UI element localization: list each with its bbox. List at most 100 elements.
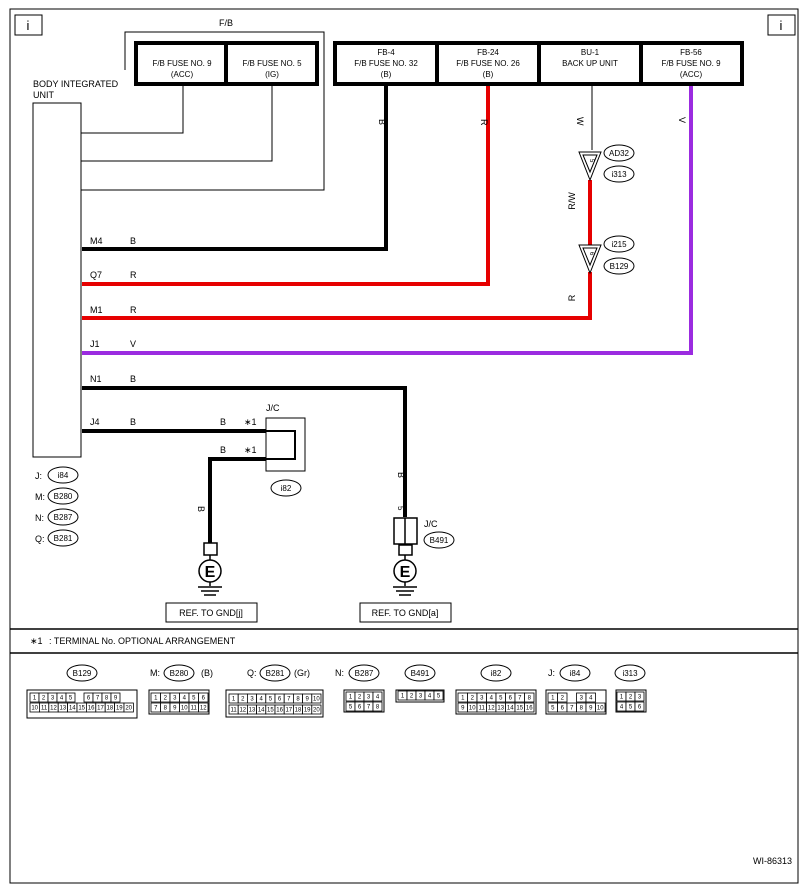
face-b281-pin-label: 4 bbox=[260, 697, 264, 703]
face-b287-pin-label: 5 bbox=[349, 705, 353, 711]
face-i82-pin-label: 4 bbox=[490, 696, 494, 702]
view-i313-title[interactable]: i313 bbox=[614, 664, 646, 682]
face-i82-pin-label: 5 bbox=[499, 696, 503, 702]
view-i82-title[interactable]: i82 bbox=[480, 664, 512, 682]
info-icon-left-text: i bbox=[27, 18, 30, 33]
info-icon-right[interactable]: i bbox=[767, 14, 796, 36]
face-b491-pin-label: 1 bbox=[401, 694, 405, 700]
view-i84-title[interactable]: i84 bbox=[559, 664, 591, 682]
face-b129-pin-16: 16 bbox=[86, 702, 97, 713]
legend-q-prefix: Q: bbox=[35, 534, 45, 544]
view-i84-name: i84 bbox=[570, 669, 581, 678]
face-i84-pin-label: 10 bbox=[597, 706, 604, 712]
note-mark: ∗1 bbox=[30, 636, 43, 646]
face-b491-pin-label: 3 bbox=[419, 694, 423, 700]
face-i84-pin-label: 8 bbox=[580, 706, 584, 712]
face-b287-pin-1: 1 bbox=[345, 691, 356, 702]
face-i82-pin-5: 5 bbox=[495, 692, 506, 703]
face-b281-pin-8: 8 bbox=[292, 693, 303, 704]
legend-connector-i84[interactable]: i84 bbox=[47, 466, 79, 484]
pin-color-j1: V bbox=[130, 339, 136, 349]
face-b491-outline bbox=[395, 689, 445, 703]
face-b129-pin-label: 2 bbox=[42, 696, 46, 702]
legend-connector-b281[interactable]: B281 bbox=[47, 529, 79, 547]
face-b281-pin-label: 3 bbox=[250, 697, 254, 703]
face-b280-pin-7: 7 bbox=[150, 702, 161, 713]
face-b281-pin-4: 4 bbox=[256, 693, 267, 704]
face-b129-pin-label: 19 bbox=[116, 706, 123, 712]
face-b129-pin-label: 12 bbox=[50, 706, 57, 712]
wire-color-rw: R/W bbox=[567, 192, 577, 210]
wire-fuse5 bbox=[81, 84, 273, 162]
face-i82-pin-label: 9 bbox=[461, 706, 465, 712]
face-i313-pin-label: 3 bbox=[638, 695, 642, 701]
face-b280-pin-12: 12 bbox=[198, 702, 209, 713]
face-b281-pin-13: 13 bbox=[246, 704, 257, 715]
connector-b129-inline[interactable]: B129 bbox=[603, 257, 635, 275]
face-b287-pin-label: 6 bbox=[358, 705, 362, 711]
face-i82-pin-label: 13 bbox=[497, 706, 504, 712]
face-b281-pin-label: 7 bbox=[287, 697, 291, 703]
pin-label-j4: J4 bbox=[90, 417, 100, 427]
face-b280-pin-label: 5 bbox=[192, 696, 196, 702]
view-b287-name: B287 bbox=[355, 669, 374, 678]
face-i82-pin-11: 11 bbox=[476, 702, 487, 713]
view-b281-suffix: (Gr) bbox=[294, 668, 310, 678]
info-icon-left[interactable]: i bbox=[14, 14, 43, 36]
face-b280-pin-label: 8 bbox=[164, 706, 168, 712]
face-b280-pin-label: 1 bbox=[154, 696, 158, 702]
fb24-label-1: FB-24 bbox=[477, 48, 499, 57]
face-b287-pin-2: 2 bbox=[354, 691, 365, 702]
fb24-label-2: F/B FUSE NO. 26 bbox=[456, 59, 520, 68]
jc1-star-1: ∗1 bbox=[244, 417, 257, 427]
connector-ad32[interactable]: AD32 bbox=[603, 144, 635, 162]
face-b281-pin-label: 10 bbox=[313, 697, 320, 703]
face-b129-pin-label: 6 bbox=[87, 696, 91, 702]
view-b129-title[interactable]: B129 bbox=[66, 664, 98, 682]
ref-gnd-a-link[interactable]: REF. TO GND[a] bbox=[359, 602, 452, 623]
legend-connector-b280[interactable]: B280 bbox=[47, 487, 79, 505]
face-b129-pin-14: 14 bbox=[67, 702, 78, 713]
fb56-label-3: (ACC) bbox=[680, 70, 703, 79]
face-i82-pin-2: 2 bbox=[467, 692, 478, 703]
face-i82-pin-label: 12 bbox=[488, 706, 495, 712]
face-b280-pin-label: 11 bbox=[191, 706, 198, 712]
pin-color-q7: R bbox=[130, 270, 137, 280]
face-b281-pin-label: 16 bbox=[276, 708, 283, 714]
view-b280-title[interactable]: B280 bbox=[163, 664, 195, 682]
legend-connector-b287[interactable]: B287 bbox=[47, 508, 79, 526]
face-b280-pin-label: 3 bbox=[173, 696, 177, 702]
view-b491-title[interactable]: B491 bbox=[404, 664, 436, 682]
connector-i313[interactable]: i313 bbox=[603, 165, 635, 183]
face-b281-pin-19: 19 bbox=[302, 704, 313, 715]
face-i82-pin-label: 14 bbox=[507, 706, 514, 712]
fuse5-label-2: (IG) bbox=[265, 70, 279, 79]
view-b281-title[interactable]: B281 bbox=[259, 664, 291, 682]
face-b491-pin-5: 5 bbox=[433, 690, 444, 701]
face-b281-pin-label: 8 bbox=[296, 697, 300, 703]
face-b287-pin-label: 7 bbox=[367, 705, 371, 711]
view-b491-name: B491 bbox=[411, 669, 430, 678]
connector-i313-label: i313 bbox=[611, 170, 627, 179]
fb56-label-2: F/B FUSE NO. 9 bbox=[661, 59, 721, 68]
view-b287-prefix: N: bbox=[335, 668, 344, 678]
pin-label-m1: M1 bbox=[90, 305, 103, 315]
face-b491-pin-2: 2 bbox=[406, 690, 417, 701]
face-b129-pin-label: 20 bbox=[125, 706, 132, 712]
face-b129-pin-13: 13 bbox=[57, 702, 69, 713]
connector-i82[interactable]: i82 bbox=[270, 479, 302, 497]
legend-b287-label: B287 bbox=[54, 513, 73, 522]
face-i313-pin-label: 2 bbox=[629, 695, 633, 701]
connector-b491[interactable]: B491 bbox=[423, 531, 455, 549]
face-b281-pin-label: 17 bbox=[285, 708, 292, 714]
connector-i215[interactable]: i215 bbox=[603, 235, 635, 253]
ref-gnd-j-text: REF. TO GND[j] bbox=[179, 608, 243, 618]
fb4-label-3: (B) bbox=[381, 70, 392, 79]
face-b129-pin-label: 16 bbox=[88, 706, 95, 712]
view-b287-title[interactable]: B287 bbox=[348, 664, 380, 682]
view-b281-name: B281 bbox=[266, 669, 285, 678]
ref-gnd-j-link[interactable]: REF. TO GND[j] bbox=[165, 602, 258, 623]
face-i84-pin-8: 8 bbox=[576, 702, 587, 713]
face-i313-pin-1: 1 bbox=[616, 691, 627, 702]
face-i84-pin-label: 2 bbox=[561, 696, 565, 702]
